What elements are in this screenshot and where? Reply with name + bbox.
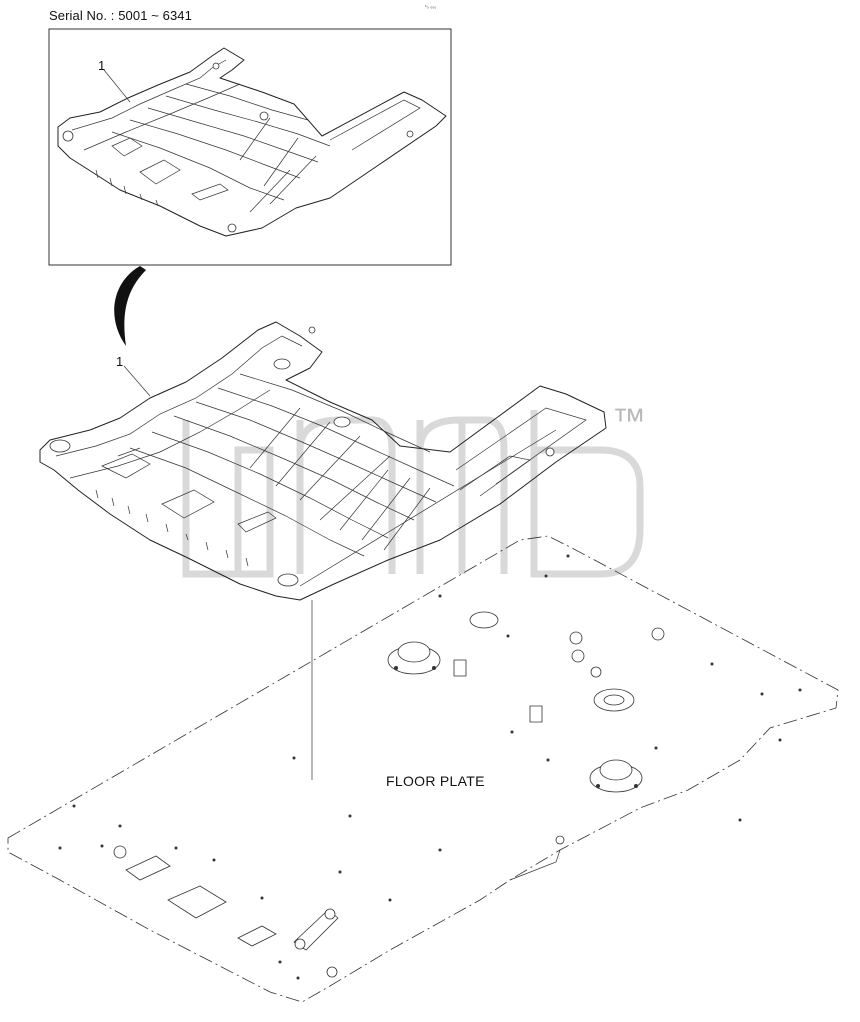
floor-plate-label: FLOOR PLATE [386, 773, 485, 789]
inset-callout-number: 1 [98, 58, 105, 73]
view-pointer-arrow [114, 266, 146, 346]
floor-plate-mount-left [387, 641, 441, 675]
floor-plate-mount-right [589, 759, 643, 793]
inset-floor-mat [57, 47, 447, 237]
main-callout-number: 1 [116, 354, 123, 369]
inset-frame [48, 28, 452, 266]
corner-mark: ¹₀ ₀₀₀ [425, 4, 437, 10]
watermark-trademark: ™ [612, 402, 646, 440]
main-floor-mat [39, 321, 607, 601]
floor-plate [7, 535, 839, 1003]
serial-number-label: Serial No. : 5001 ~ 6341 [49, 8, 192, 23]
